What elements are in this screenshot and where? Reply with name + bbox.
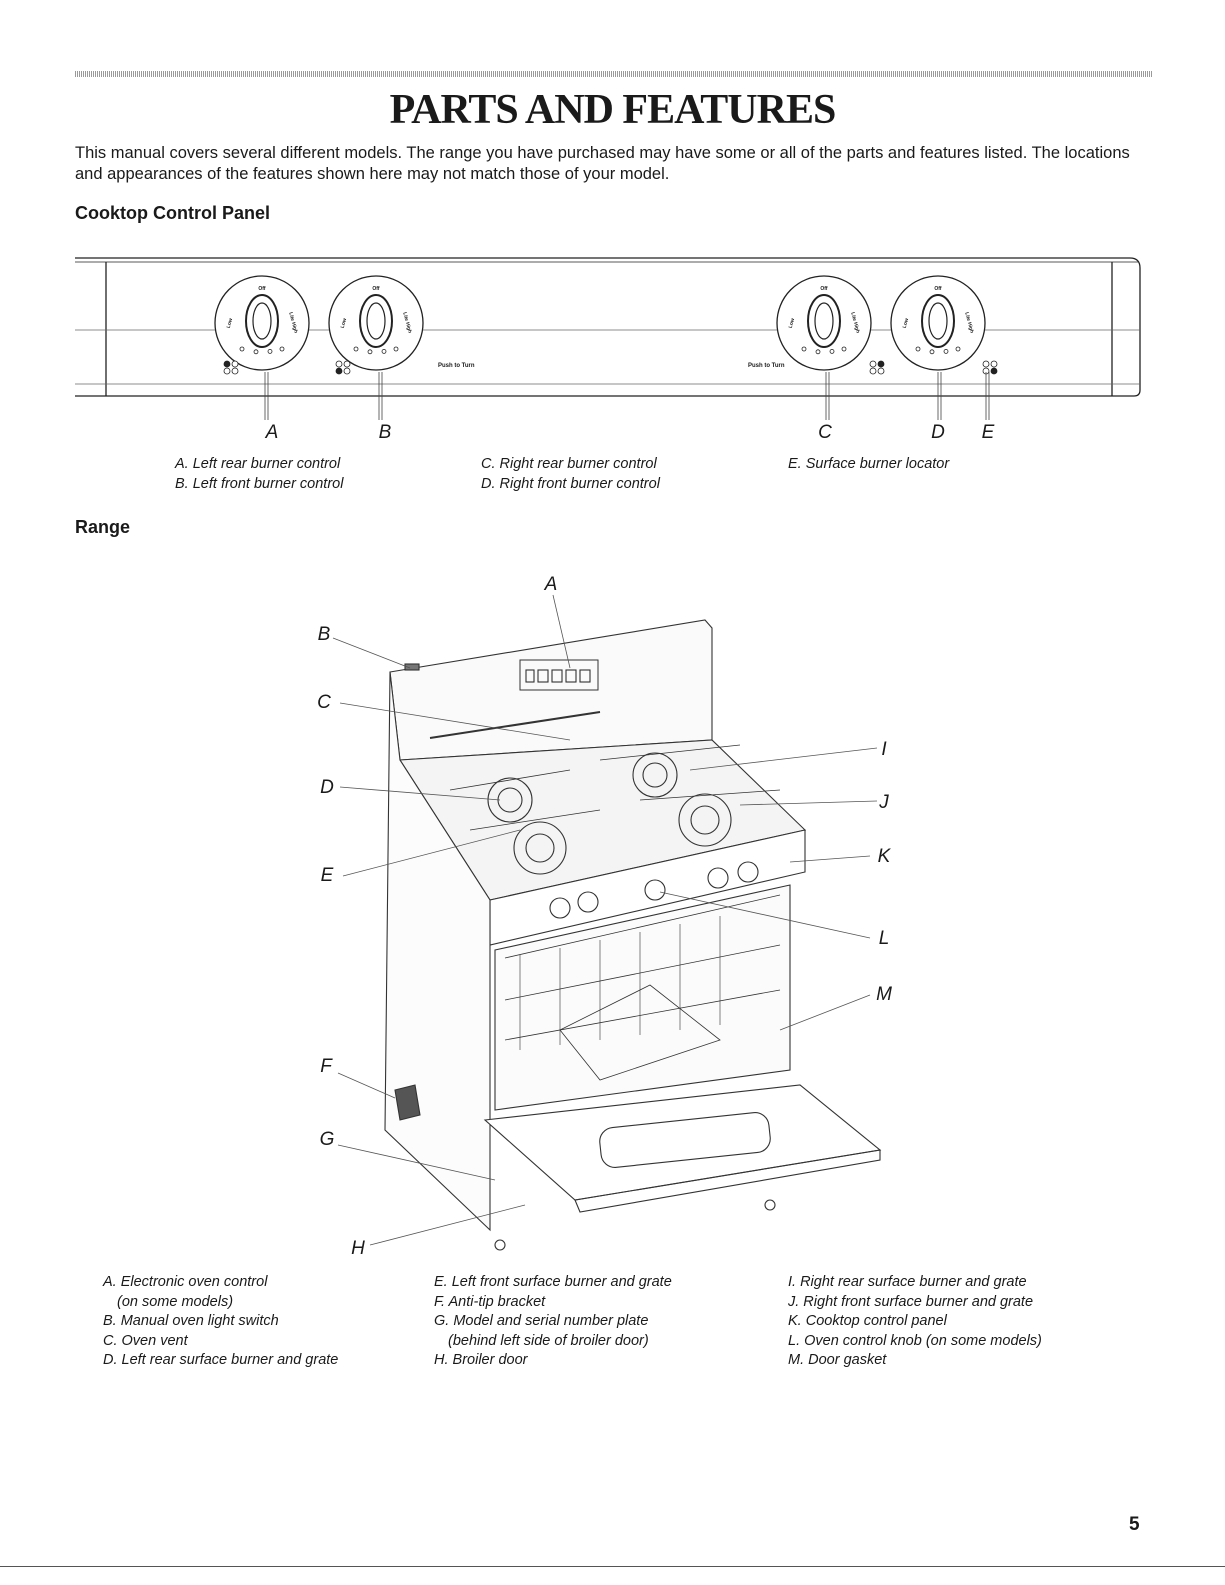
caption-item: D. Right front burner control <box>481 475 660 492</box>
callout-letter-c: C <box>818 422 832 443</box>
range-callout-letter-j: J <box>878 792 889 813</box>
knob-lite-high-label: Lite High <box>401 312 412 334</box>
range-callout-letter-d: D <box>320 777 334 798</box>
range-heading: Range <box>75 517 131 537</box>
burner-locator-icon <box>869 360 885 375</box>
knob-low-label: Low <box>788 318 796 329</box>
caption-item: (on some models) <box>117 1293 234 1310</box>
range-callout-letter-k: K <box>878 846 892 867</box>
caption-item: G. Model and serial number plate <box>434 1313 649 1329</box>
knob-lite-high-label: Lite High <box>963 312 974 334</box>
caption-item: E. Surface burner locator <box>788 456 950 472</box>
caption-item: A. Left rear burner control <box>175 456 341 472</box>
burner-locator-icon <box>223 360 239 375</box>
range-drawing <box>384 619 882 1251</box>
header-rule <box>75 71 1153 77</box>
range-callout-letters: A B C D E F G H I J K L M <box>317 574 892 1259</box>
knob-low-label: Low <box>902 318 910 329</box>
knob-off-label: Off <box>934 286 942 292</box>
callout-leader-lines <box>332 594 878 1246</box>
caption-item: K. Cooktop control panel <box>788 1313 947 1329</box>
knob-off-label: Off <box>820 286 828 292</box>
caption-item: A. Electronic oven control <box>103 1274 268 1290</box>
cooktop-caption-col-3: E. Surface burner locator <box>788 455 949 475</box>
knob-low-label: Low <box>340 318 348 329</box>
range-caption-col-2: E. Left front surface burner and grate F… <box>434 1273 672 1371</box>
caption-item: F. Anti-tip bracket <box>434 1293 546 1310</box>
caption-item: J. Right front surface burner and grate <box>788 1293 1034 1310</box>
callout-letter-e: E <box>982 422 995 443</box>
range-callout-letter-h: H <box>351 1238 365 1259</box>
cooktop-callout-letters: A B C D E <box>264 372 995 443</box>
range-caption-col-1: A. Electronic oven control (on some mode… <box>103 1273 338 1371</box>
burner-locator-icon <box>982 360 998 375</box>
range-callout-letter-l: L <box>879 928 890 949</box>
range-caption-col-3: I. Right rear surface burner and grate J… <box>788 1273 1042 1371</box>
caption-item: C. Right rear burner control <box>481 456 657 472</box>
range-figure: A B C D E F G H I J K L M <box>317 574 892 1259</box>
intro-paragraph: This manual covers several different mod… <box>75 144 1130 183</box>
knob-off-label: Off <box>258 286 266 292</box>
range-callout-letter-i: I <box>881 739 887 760</box>
caption-item: D. Left rear surface burner and grate <box>103 1352 339 1368</box>
caption-item: C. Oven vent <box>103 1332 188 1349</box>
caption-item: (behind left side of broiler door) <box>448 1332 649 1349</box>
caption-item: M. Door gasket <box>788 1352 887 1368</box>
range-callout-letter-m: M <box>876 984 892 1005</box>
range-callout-letter-c: C <box>317 692 331 713</box>
caption-item: B. Left front burner control <box>175 475 344 492</box>
range-callout-letter-e: E <box>321 865 334 886</box>
page-number: 5 <box>1129 1514 1140 1535</box>
callout-letter-b: B <box>379 422 392 443</box>
knob-off-label: Off <box>372 286 380 292</box>
callout-letter-a: A <box>265 422 279 443</box>
push-to-turn-label: Push to Turn <box>438 363 475 369</box>
push-to-turn-label: Push to Turn <box>748 363 785 369</box>
range-callout-letter-a: A <box>544 574 558 595</box>
caption-item: L. Oven control knob (on some models) <box>788 1332 1042 1349</box>
caption-item: B. Manual oven light switch <box>103 1313 279 1329</box>
burner-locator-icon <box>335 360 351 375</box>
cooktop-caption-col-1: A. Left rear burner control B. Left fron… <box>175 455 343 494</box>
range-callout-letter-f: F <box>320 1056 333 1077</box>
knob-low-label: Low <box>226 318 234 329</box>
knob-lite-high-label: Lite High <box>849 312 860 334</box>
caption-item: E. Left front surface burner and grate <box>434 1274 672 1290</box>
knob-lite-high-label: Lite High <box>287 312 298 334</box>
callout-letter-d: D <box>931 422 945 443</box>
caption-item: I. Right rear surface burner and grate <box>788 1274 1027 1290</box>
range-callout-letter-b: B <box>318 624 331 645</box>
page-title: PARTS AND FEATURES <box>389 87 837 133</box>
range-callout-letter-g: G <box>320 1129 335 1150</box>
caption-item: H. Broiler door <box>434 1352 528 1368</box>
footer-rule <box>0 1566 1225 1567</box>
cooktop-caption-col-2: C. Right rear burner control D. Right fr… <box>481 455 660 494</box>
cooktop-heading: Cooktop Control Panel <box>75 203 270 223</box>
